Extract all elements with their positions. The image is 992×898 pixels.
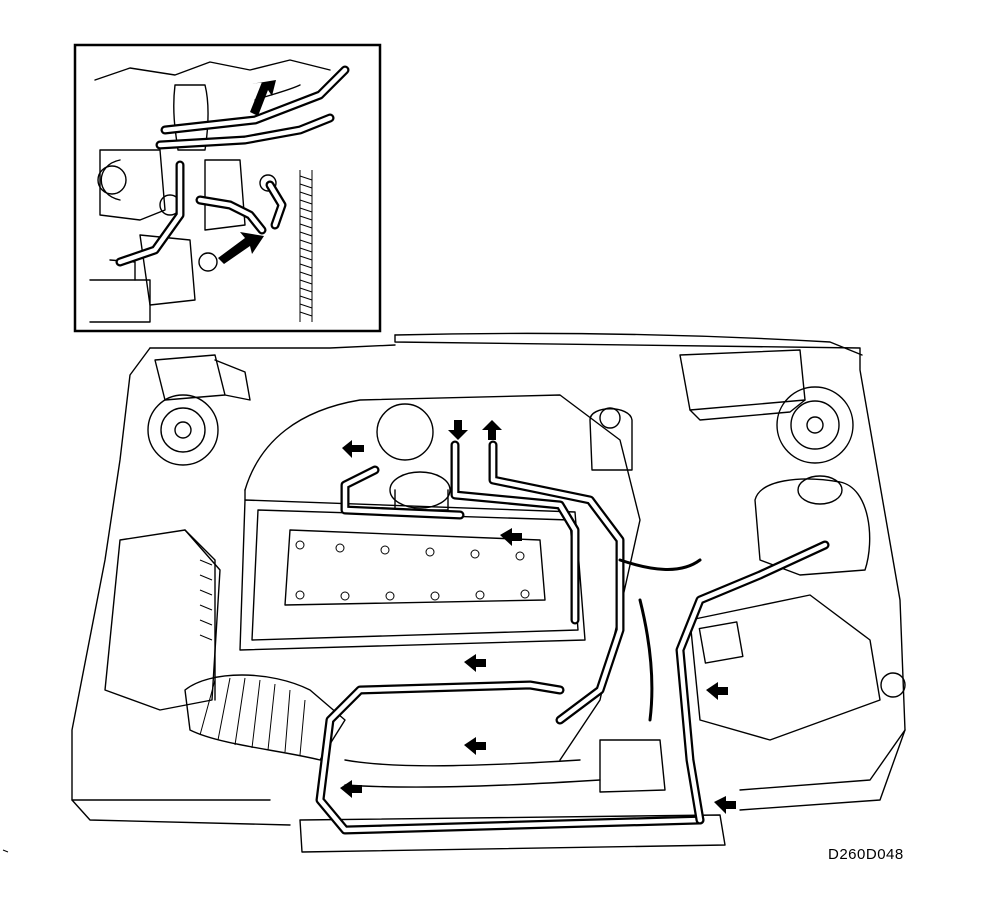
arrow-icon [482,420,502,440]
arrow-icon [706,682,728,700]
arrow-icon [250,80,276,116]
arrow-icon [500,528,522,546]
arrow-icon [448,420,468,440]
arrow-icon [342,440,364,458]
arrow-icon [714,796,736,814]
engine-bay [71,332,906,853]
highlighted-pipes [315,440,830,835]
inset-detail [73,43,382,333]
arrow-icon [340,780,362,798]
reference-code: D260D048 [828,846,904,863]
callout-arrows [340,420,736,814]
inset-radiator-fins [299,170,313,322]
edge-mark [2,849,9,853]
arrow-icon [464,737,486,755]
arrow-icon [464,654,486,672]
arrow-icon [218,232,264,264]
